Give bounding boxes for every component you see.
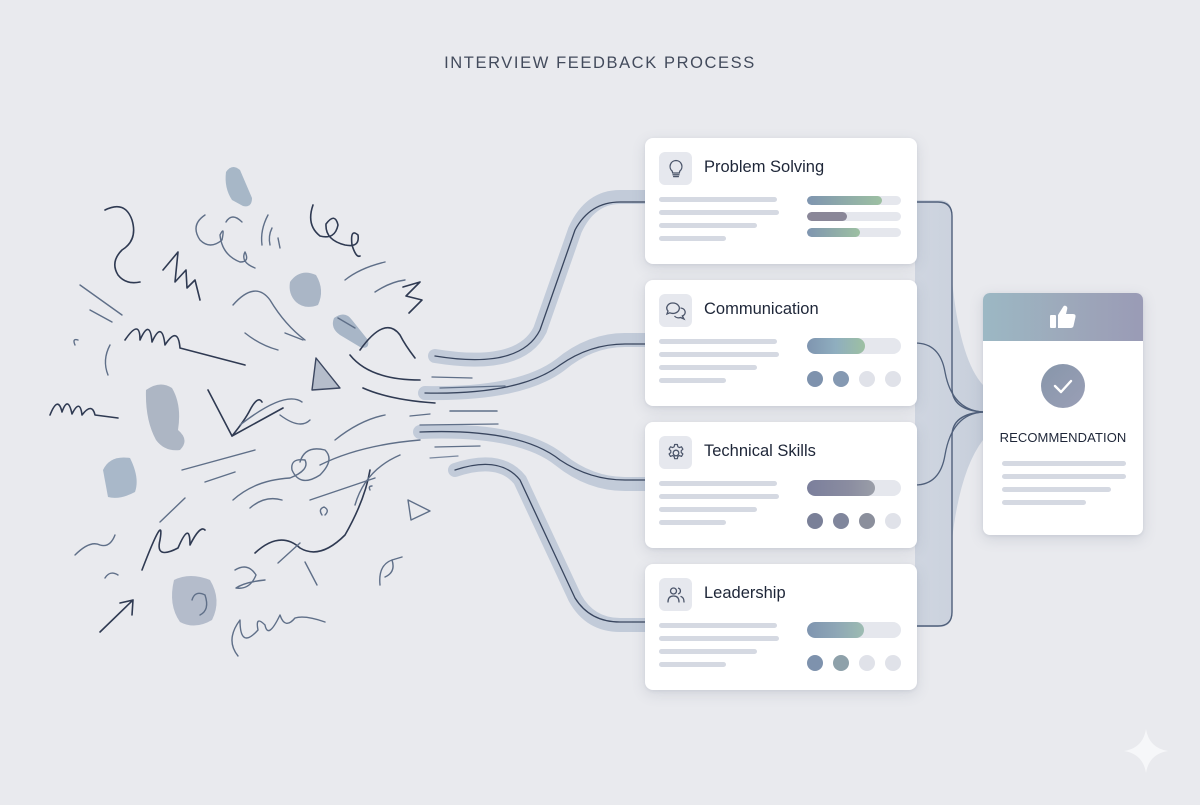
criterion-title: Problem Solving (704, 158, 825, 176)
score-bar (807, 622, 901, 638)
criterion-title: Technical Skills (704, 442, 816, 460)
criterion-card-technical-skills[interactable]: Technical Skills (645, 422, 917, 548)
recommendation-card[interactable]: RECOMMENDATION (983, 293, 1143, 535)
score-bars (807, 196, 901, 244)
criterion-card-leadership[interactable]: Leadership (645, 564, 917, 690)
criterion-title: Leadership (704, 584, 786, 602)
scribble-cluster (49, 166, 436, 657)
input-streams (409, 190, 655, 632)
check-circle-icon (1041, 364, 1085, 408)
score-bars (807, 622, 901, 638)
score-bar (807, 338, 901, 354)
recommendation-text-placeholder (1002, 461, 1126, 513)
gear-icon (659, 436, 692, 469)
rating-dots (807, 655, 901, 671)
score-bar (807, 480, 901, 496)
score-bar (807, 228, 901, 237)
criterion-card-problem-solving[interactable]: Problem Solving (645, 138, 917, 264)
diagram-title: INTERVIEW FEEDBACK PROCESS (444, 54, 756, 72)
users-icon (659, 578, 692, 611)
notes-placeholder (659, 623, 779, 675)
notes-placeholder (659, 197, 779, 249)
score-bar (807, 196, 901, 205)
recommendation-header (983, 293, 1143, 341)
criterion-card-communication[interactable]: Communication (645, 280, 917, 406)
sparkle-icon (1124, 729, 1168, 773)
merge-connector (914, 200, 984, 627)
lightbulb-icon (659, 152, 692, 185)
score-bars (807, 338, 901, 354)
recommendation-title: RECOMMENDATION (999, 430, 1127, 445)
score-bars (807, 480, 901, 496)
criterion-title: Communication (704, 300, 819, 318)
notes-placeholder (659, 481, 779, 533)
thumbs-up-icon (1050, 305, 1076, 328)
score-bar (807, 212, 901, 221)
chat-bubbles-icon (659, 294, 692, 327)
rating-dots (807, 371, 901, 387)
notes-placeholder (659, 339, 779, 391)
rating-dots (807, 513, 901, 529)
